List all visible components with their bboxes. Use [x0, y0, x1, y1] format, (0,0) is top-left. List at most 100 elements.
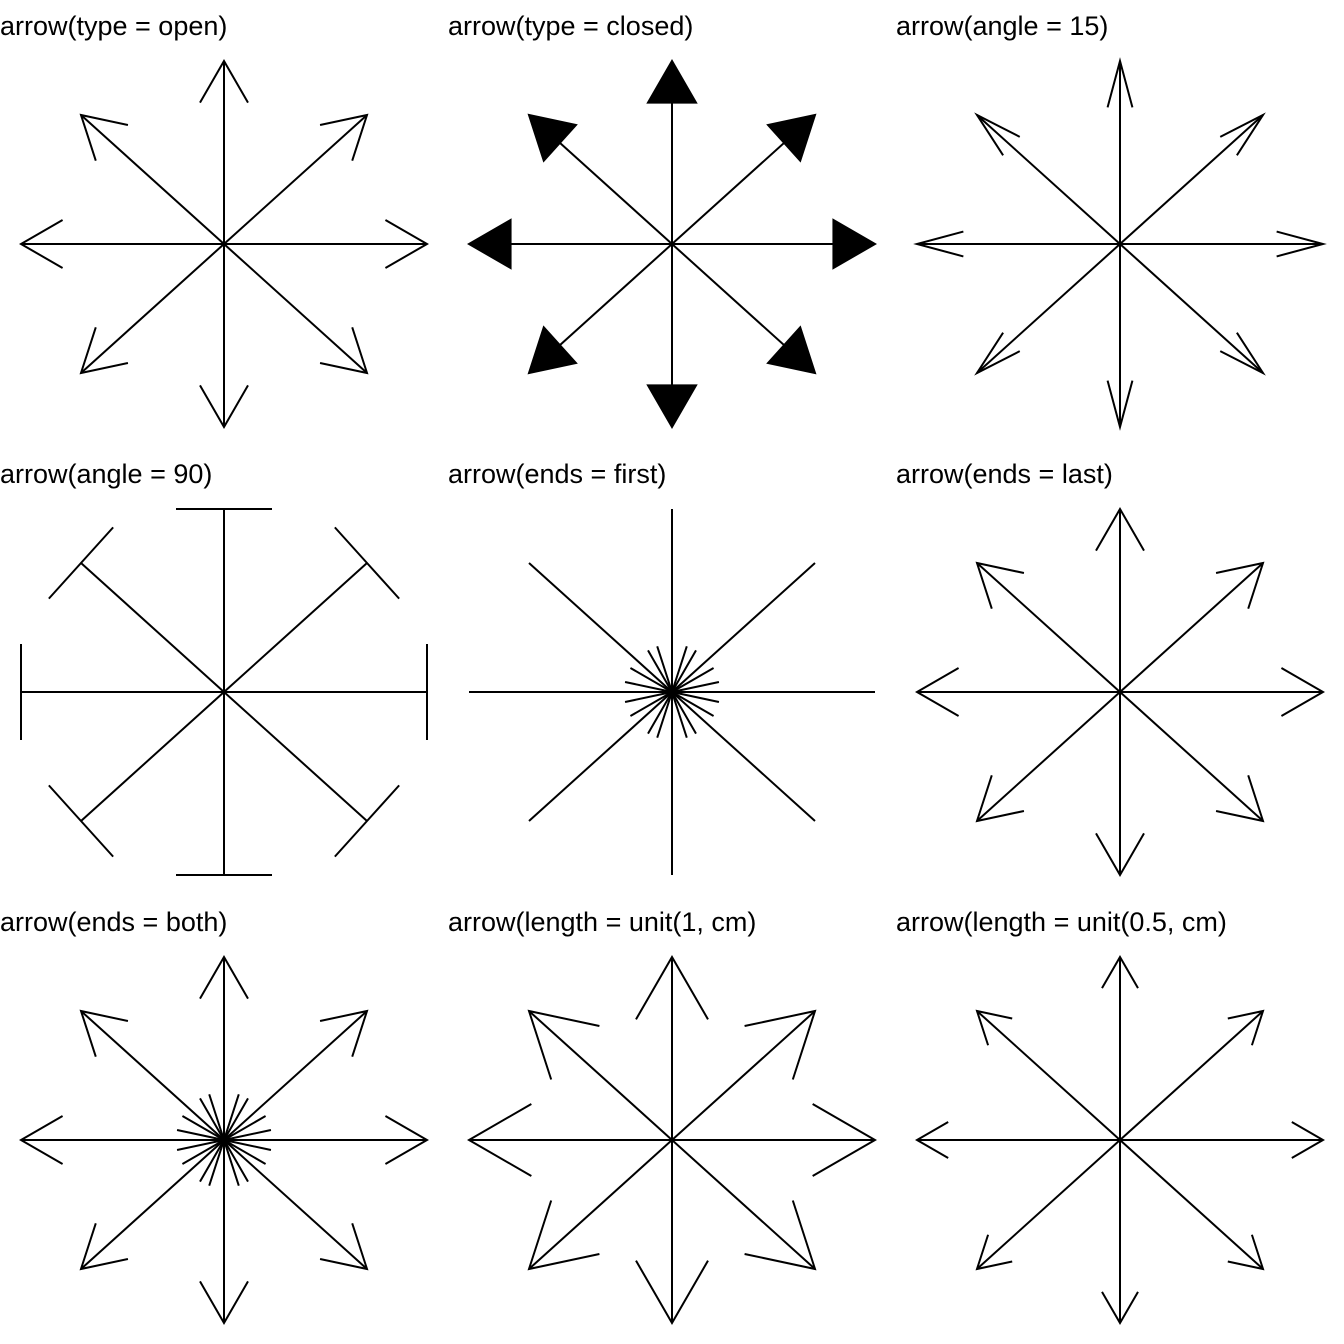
panel-type-open: arrow(type = open)	[0, 0, 448, 448]
arrow-shaft	[223, 1139, 368, 1270]
open-arrowhead	[744, 1009, 817, 1080]
closed-arrowhead	[527, 113, 578, 163]
panel-ends-first: arrow(ends = first)	[448, 448, 896, 896]
open-arrowhead	[1095, 507, 1145, 552]
open-arrowhead	[48, 784, 114, 858]
open-arrowhead	[1219, 112, 1266, 156]
closed-arrowhead	[646, 59, 698, 104]
arrow-star	[19, 59, 429, 429]
open-arrowhead	[527, 1009, 600, 1080]
arrow-shaft	[671, 691, 816, 822]
open-arrowhead	[624, 646, 674, 694]
closed-arrowhead	[527, 325, 578, 375]
arrow-shaft	[976, 1139, 1121, 1270]
open-arrowhead	[199, 59, 249, 104]
open-arrowhead	[974, 112, 1021, 156]
closed-arrowhead	[467, 218, 512, 270]
arrow-shaft	[1119, 562, 1264, 693]
open-arrowhead	[199, 384, 249, 429]
arrow-shaft	[223, 243, 368, 374]
arrow-star	[19, 955, 429, 1325]
arrow-shaft	[223, 114, 368, 245]
arrow-star	[915, 955, 1326, 1326]
panel-length-0-5cm: arrow(length = unit(0.5, cm)	[896, 896, 1344, 1344]
arrow-shaft	[528, 691, 673, 822]
closed-arrowhead	[832, 218, 877, 270]
open-arrowhead	[1227, 1234, 1265, 1271]
open-arrowhead	[79, 327, 129, 375]
open-arrowhead	[1106, 57, 1134, 108]
open-arrowhead	[527, 1200, 600, 1271]
panel-title: arrow(ends = both)	[0, 907, 228, 937]
open-arrowhead	[467, 1103, 532, 1177]
open-arrowhead	[334, 784, 400, 858]
panel-title: arrow(type = closed)	[448, 11, 694, 41]
open-arrowhead	[975, 775, 1025, 823]
open-arrowhead	[744, 1200, 817, 1271]
open-arrowhead	[913, 230, 964, 258]
arrow-shaft	[671, 1139, 816, 1270]
open-arrowhead	[1276, 230, 1327, 258]
open-arrowhead	[334, 526, 400, 600]
open-arrowhead	[199, 955, 249, 1000]
panel-angle-90: arrow(angle = 90)	[0, 448, 448, 896]
arrow-shaft	[223, 1010, 368, 1141]
arrow-shaft	[80, 243, 225, 374]
panel-title: arrow(length = unit(1, cm)	[448, 907, 757, 937]
open-arrowhead	[199, 1280, 249, 1325]
arrow-star	[467, 59, 877, 429]
arrow-star	[913, 57, 1327, 431]
open-arrowhead	[1095, 832, 1145, 877]
closed-arrowhead	[766, 325, 817, 375]
open-arrowhead	[48, 526, 114, 600]
open-arrowhead	[1215, 775, 1265, 823]
arrow-shaft	[1119, 691, 1264, 822]
arrow-star	[20, 508, 428, 876]
arrow-shaft	[528, 1010, 673, 1141]
arrow-star	[915, 507, 1325, 877]
open-arrowhead	[975, 1234, 1013, 1271]
open-arrowhead	[812, 1103, 878, 1177]
arrow-shaft	[80, 691, 225, 822]
open-arrowhead	[915, 1121, 949, 1159]
open-arrowhead	[79, 113, 129, 161]
open-arrowhead	[319, 1009, 369, 1057]
panel-type-closed: arrow(type = closed)	[448, 0, 896, 448]
open-arrowhead	[1227, 1009, 1265, 1046]
panel-title: arrow(ends = first)	[448, 459, 667, 489]
open-arrowhead	[975, 1009, 1013, 1046]
arrow-shaft	[976, 1010, 1121, 1141]
panel-title: arrow(length = unit(0.5, cm)	[896, 907, 1227, 937]
panel-ends-both: arrow(ends = both)	[0, 896, 448, 1344]
arrow-shaft	[528, 562, 673, 693]
open-arrowhead	[974, 332, 1021, 376]
open-arrowhead	[1291, 1121, 1326, 1159]
panel-length-1cm: arrow(length = unit(1, cm)	[448, 896, 896, 1344]
closed-arrowhead	[766, 113, 817, 163]
arrow-shaft	[671, 562, 816, 693]
open-arrowhead	[635, 1260, 709, 1326]
open-arrowhead	[1101, 1291, 1139, 1326]
arrow-shaft	[223, 691, 368, 822]
open-arrowhead	[319, 327, 369, 375]
open-arrowhead	[384, 219, 429, 269]
arrow-shaft	[1119, 1010, 1264, 1141]
panel-angle-15: arrow(angle = 15)	[896, 0, 1344, 448]
arrow-shaft	[80, 1010, 225, 1141]
arrow-shaft	[976, 562, 1121, 693]
open-arrowhead	[384, 1115, 429, 1165]
arrow-shaft	[223, 562, 368, 693]
panel-title: arrow(ends = last)	[896, 459, 1113, 489]
open-arrowhead	[1219, 332, 1266, 376]
open-arrowhead	[975, 561, 1025, 609]
arrow-shaft	[80, 114, 225, 245]
panel-title: arrow(angle = 15)	[896, 11, 1109, 41]
arrow-shaft	[1119, 114, 1264, 245]
closed-arrowhead	[646, 384, 698, 429]
open-arrowhead	[915, 667, 960, 717]
open-arrowhead	[1106, 380, 1134, 431]
arrow-shaft	[976, 243, 1121, 374]
arrow-shaft	[80, 1139, 225, 1270]
arrow-shaft	[80, 562, 225, 693]
arrow-shaft	[1119, 243, 1264, 374]
